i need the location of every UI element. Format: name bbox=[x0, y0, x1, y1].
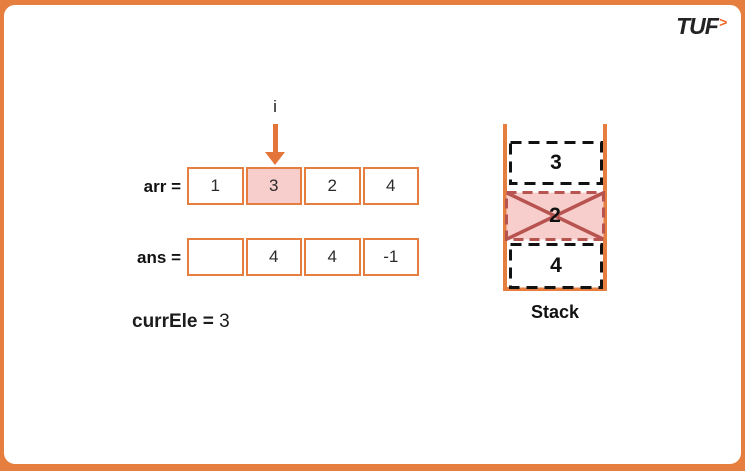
tuf-logo-text: TUF bbox=[676, 13, 719, 39]
dashed-box-icon bbox=[509, 141, 603, 185]
diagram-panel: TUF> i arr = 1 3 2 4 ans = 4 4 -1 currEl… bbox=[2, 3, 743, 466]
stack-item-value: 4 bbox=[550, 254, 562, 277]
pointer-arrow-icon bbox=[273, 124, 278, 153]
tuf-logo: TUF> bbox=[676, 13, 727, 40]
stack-wall-right bbox=[603, 124, 607, 291]
arr-cell-0: 1 bbox=[187, 167, 244, 205]
ans-row-label: ans = bbox=[137, 248, 181, 267]
stack-item-value: 3 bbox=[550, 151, 562, 174]
crossed-dashed-box-icon bbox=[505, 191, 605, 241]
current-element-label: currEle = bbox=[132, 311, 214, 332]
stack-wall-bottom bbox=[503, 287, 607, 291]
logo-chevron-icon: > bbox=[718, 14, 727, 30]
arr-row-label: arr = bbox=[143, 177, 181, 196]
pointer-label: i bbox=[273, 97, 277, 116]
arr-cell-2: 2 bbox=[304, 167, 361, 205]
stack-item-crossed: 2 bbox=[505, 191, 605, 241]
stack-item-top: 3 bbox=[509, 141, 603, 185]
ans-row: 4 4 -1 bbox=[187, 238, 419, 276]
stack-label: Stack bbox=[530, 302, 580, 322]
arr-cell-1-highlighted: 3 bbox=[245, 167, 302, 205]
ans-cell-1: 4 bbox=[245, 238, 302, 276]
current-element-value: 3 bbox=[219, 311, 230, 332]
stack-item-value: 2 bbox=[549, 204, 561, 227]
ans-cell-3: -1 bbox=[362, 238, 419, 276]
stack-container: 3 2 4 bbox=[503, 124, 607, 291]
ans-cell-2: 4 bbox=[304, 238, 361, 276]
arr-cell-3: 4 bbox=[362, 167, 419, 205]
ans-cell-0 bbox=[187, 238, 244, 276]
pointer-arrowhead-icon bbox=[265, 152, 285, 165]
dashed-box-icon bbox=[509, 243, 603, 289]
stack-item-bottom: 4 bbox=[509, 243, 603, 289]
arr-row: 1 3 2 4 bbox=[187, 167, 419, 205]
current-element-text: currEle = 3 bbox=[132, 311, 230, 333]
